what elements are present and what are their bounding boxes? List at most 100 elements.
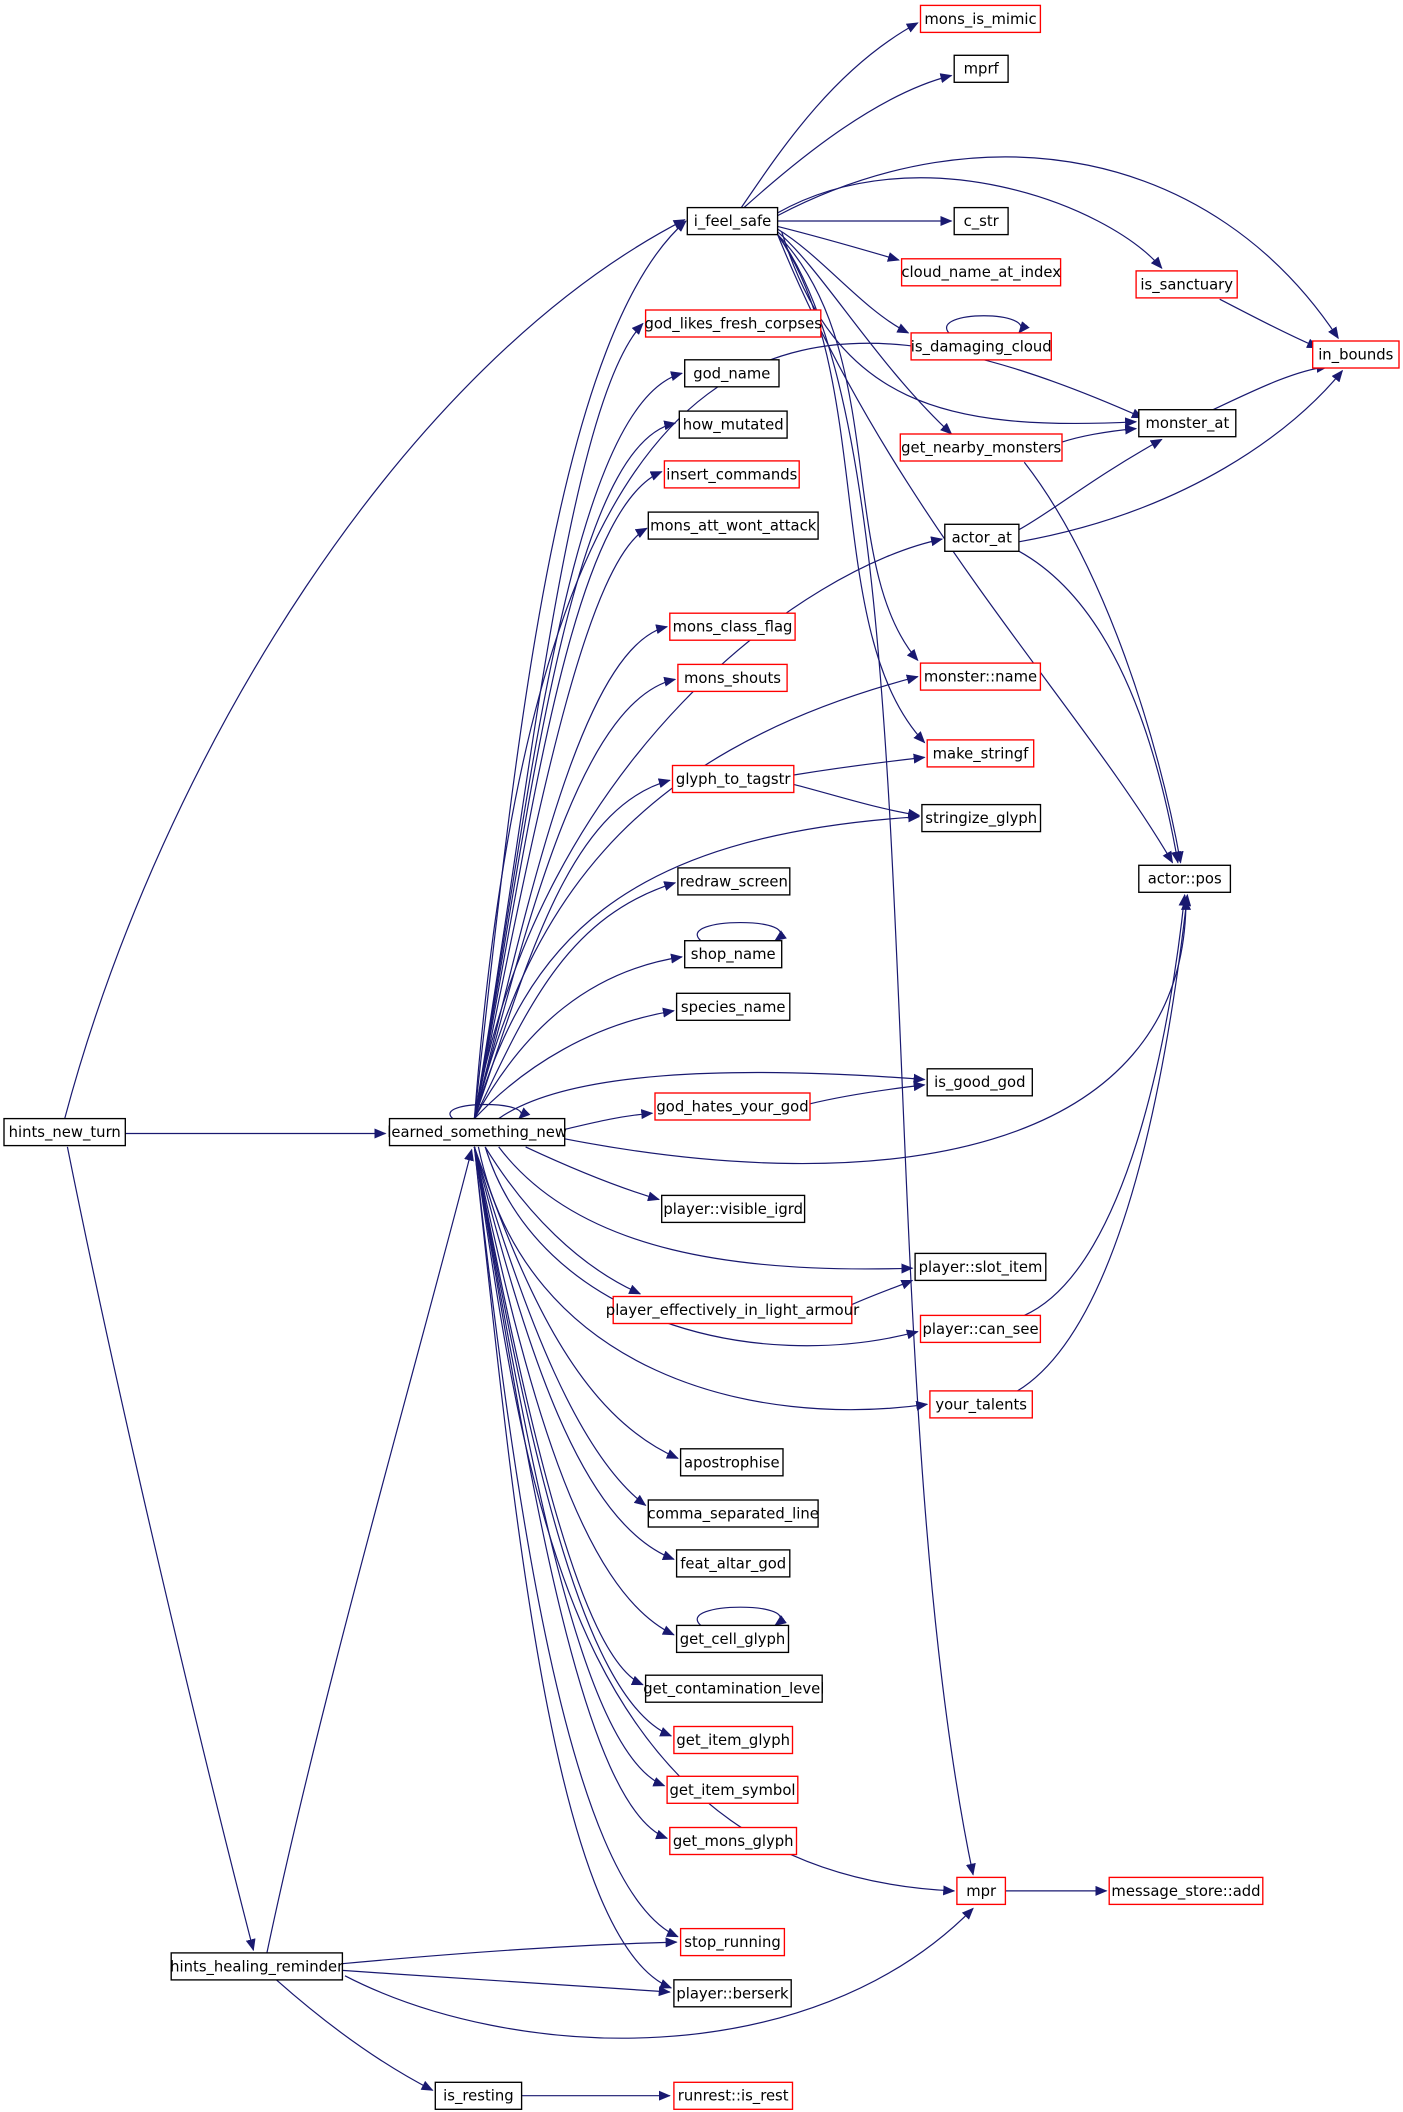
node-god-name[interactable]: god_name	[684, 359, 780, 388]
node-box	[612, 1295, 853, 1325]
node-label: actor::pos	[1148, 871, 1222, 888]
node-learned-something-new[interactable]: learned_something_new	[387, 1117, 567, 1147]
node-box	[1108, 1876, 1264, 1906]
node-box	[956, 1876, 1007, 1906]
node-box	[914, 1252, 1047, 1282]
node-label: actor_at	[952, 530, 1013, 547]
node-box	[388, 1117, 566, 1147]
edge-is_sanctuary-to-in_bounds	[1219, 298, 1320, 349]
node-get-cell-glyph[interactable]: get_cell_glyph	[675, 1624, 790, 1654]
node-get-mons-glyph[interactable]: get_mons_glyph	[669, 1826, 798, 1856]
node-actor-pos[interactable]: actor::pos	[1138, 864, 1232, 893]
node-in-bounds[interactable]: in_bounds	[1312, 340, 1400, 369]
node-box	[944, 523, 1020, 552]
node-get-contamination-level[interactable]: get_contamination_level	[643, 1674, 824, 1703]
node-how-mutated[interactable]: how_mutated	[678, 410, 788, 439]
node-is-good-god[interactable]: is_good_god	[926, 1068, 1033, 1097]
node-label: species_name	[681, 999, 786, 1016]
node-label: player::slot_item	[919, 1259, 1043, 1276]
edge-learned_something_new-to-stringize_glyph	[473, 812, 921, 1119]
node-comma-separated-line[interactable]: comma_separated_line	[648, 1499, 819, 1528]
node-apostrophise[interactable]: apostrophise	[679, 1448, 784, 1477]
node-box	[644, 309, 822, 338]
node-species-name[interactable]: species_name	[675, 992, 791, 1021]
node-shop-name[interactable]: shop_name	[684, 940, 783, 969]
node-player-berserk[interactable]: player::berserk	[673, 1979, 792, 2008]
node-stringize-glyph[interactable]: stringize_glyph	[921, 803, 1042, 833]
node-box	[671, 764, 795, 794]
node-label: player::visible_igrd	[663, 1201, 803, 1218]
edge-actor_at-to-monster_at	[1018, 438, 1163, 531]
node-hints-healing-reminder[interactable]: hints_healing_reminder	[170, 1952, 344, 1981]
edge-learned_something_new-to-your_talents	[477, 1146, 929, 1411]
node-get-item-glyph[interactable]: get_item_glyph	[673, 1725, 794, 1755]
node-is-sanctuary[interactable]: is_sanctuary	[1135, 270, 1238, 299]
node-label: mons_class_flag	[673, 619, 793, 636]
node-monster-name[interactable]: monster::name	[919, 662, 1042, 691]
edge-i_feel_safe-to-monster_name	[777, 234, 919, 662]
node-runrest-is-rest[interactable]: runrest::is_rest	[673, 2081, 794, 2110]
node-box	[919, 1314, 1042, 1344]
edge-is_damaging_cloud-to-is_damaging_cloud	[945, 315, 1030, 334]
node-label: mprf	[964, 61, 1000, 78]
node-label: player_effectively_in_light_armour	[606, 1302, 860, 1319]
node-mons-class-flag[interactable]: mons_class_flag	[669, 612, 796, 641]
node-c-str[interactable]: c_str	[953, 206, 1009, 236]
node-mons-att-wont-attack[interactable]: mons_att_wont_attack	[647, 511, 819, 540]
node-player-can-see[interactable]: player::can_see	[919, 1314, 1042, 1344]
node-get-nearby-monsters[interactable]: get_nearby_monsters	[899, 433, 1063, 462]
node-label: hints_healing_reminder	[170, 1958, 344, 1975]
node-stop-running[interactable]: stop_running	[679, 1927, 786, 1957]
node-box	[663, 460, 800, 489]
node-label: monster::name	[924, 669, 1037, 686]
node-is-resting[interactable]: is_resting	[434, 2081, 523, 2110]
edge-i_feel_safe-to-mprf	[743, 73, 953, 209]
node-message-store-add[interactable]: message_store::add	[1108, 1876, 1264, 1906]
node-label: i_feel_safe	[694, 213, 772, 230]
node-mpr[interactable]: mpr	[956, 1876, 1007, 1906]
node-hints-new-turn[interactable]: hints_new_turn	[3, 1117, 126, 1147]
node-insert-commands[interactable]: insert_commands	[663, 460, 800, 489]
edge-learned_something_new-to-get_mons_glyph	[473, 1146, 669, 1840]
node-redraw-screen[interactable]: redraw_screen	[677, 867, 791, 896]
edge-hints_healing_reminder-to-stop_running	[342, 1937, 678, 1965]
node-god-hates-your-god[interactable]: god_hates_your_god	[654, 1092, 811, 1121]
edge-hints_healing_reminder-to-player_berserk	[342, 1969, 671, 1997]
edge-learned_something_new-to-comma_separated_line	[473, 1146, 647, 1507]
edge-learned_something_new-to-species_name	[473, 1007, 675, 1120]
node-mons-is-mimic[interactable]: mons_is_mimic	[919, 4, 1042, 34]
node-label: in_bounds	[1318, 347, 1393, 364]
node-box	[170, 1952, 344, 1981]
node-box	[673, 1725, 794, 1755]
node-box	[929, 1390, 1033, 1419]
node-label: get_item_symbol	[670, 1782, 796, 1799]
node-i-feel-safe[interactable]: i_feel_safe	[686, 206, 779, 236]
node-box	[644, 1674, 823, 1703]
node-monster-at[interactable]: monster_at	[1138, 409, 1237, 438]
edges-layer	[64, 22, 1344, 2101]
node-get-item-symbol[interactable]: get_item_symbol	[666, 1775, 799, 1804]
node-player-effectively-in-light-armour[interactable]: player_effectively_in_light_armour	[606, 1295, 860, 1325]
node-mons-shouts[interactable]: mons_shouts	[677, 663, 788, 693]
node-mprf[interactable]: mprf	[953, 54, 1009, 83]
node-box	[669, 612, 796, 641]
node-player-slot-item[interactable]: player::slot_item	[914, 1252, 1047, 1282]
edge-hints_new_turn-to-i_feel_safe	[64, 219, 686, 1119]
node-feat-altar-god[interactable]: feat_altar_god	[675, 1549, 791, 1578]
node-label: monster_at	[1145, 415, 1229, 432]
node-make-stringf[interactable]: make_stringf	[926, 739, 1035, 768]
node-actor-at[interactable]: actor_at	[944, 523, 1020, 552]
node-god-likes-fresh-corpses[interactable]: god_likes_fresh_corpses	[644, 309, 822, 338]
edge-shop_name-to-shop_name	[696, 922, 787, 942]
node-box	[1135, 270, 1238, 299]
node-glyph-to-tagstr[interactable]: glyph_to_tagstr	[671, 764, 795, 794]
node-is-damaging-cloud[interactable]: is_damaging_cloud	[910, 332, 1052, 361]
node-box	[926, 1068, 1033, 1097]
node-your-talents[interactable]: your_talents	[929, 1390, 1033, 1419]
node-player-visible-igrd[interactable]: player::visible_igrd	[661, 1194, 806, 1224]
node-label: get_item_glyph	[676, 1732, 790, 1749]
node-box	[678, 410, 788, 439]
node-label: shop_name	[691, 946, 776, 963]
node-label: message_store::add	[1111, 1883, 1260, 1900]
node-cloud-name-at-index[interactable]: cloud_name_at_index	[900, 258, 1062, 287]
